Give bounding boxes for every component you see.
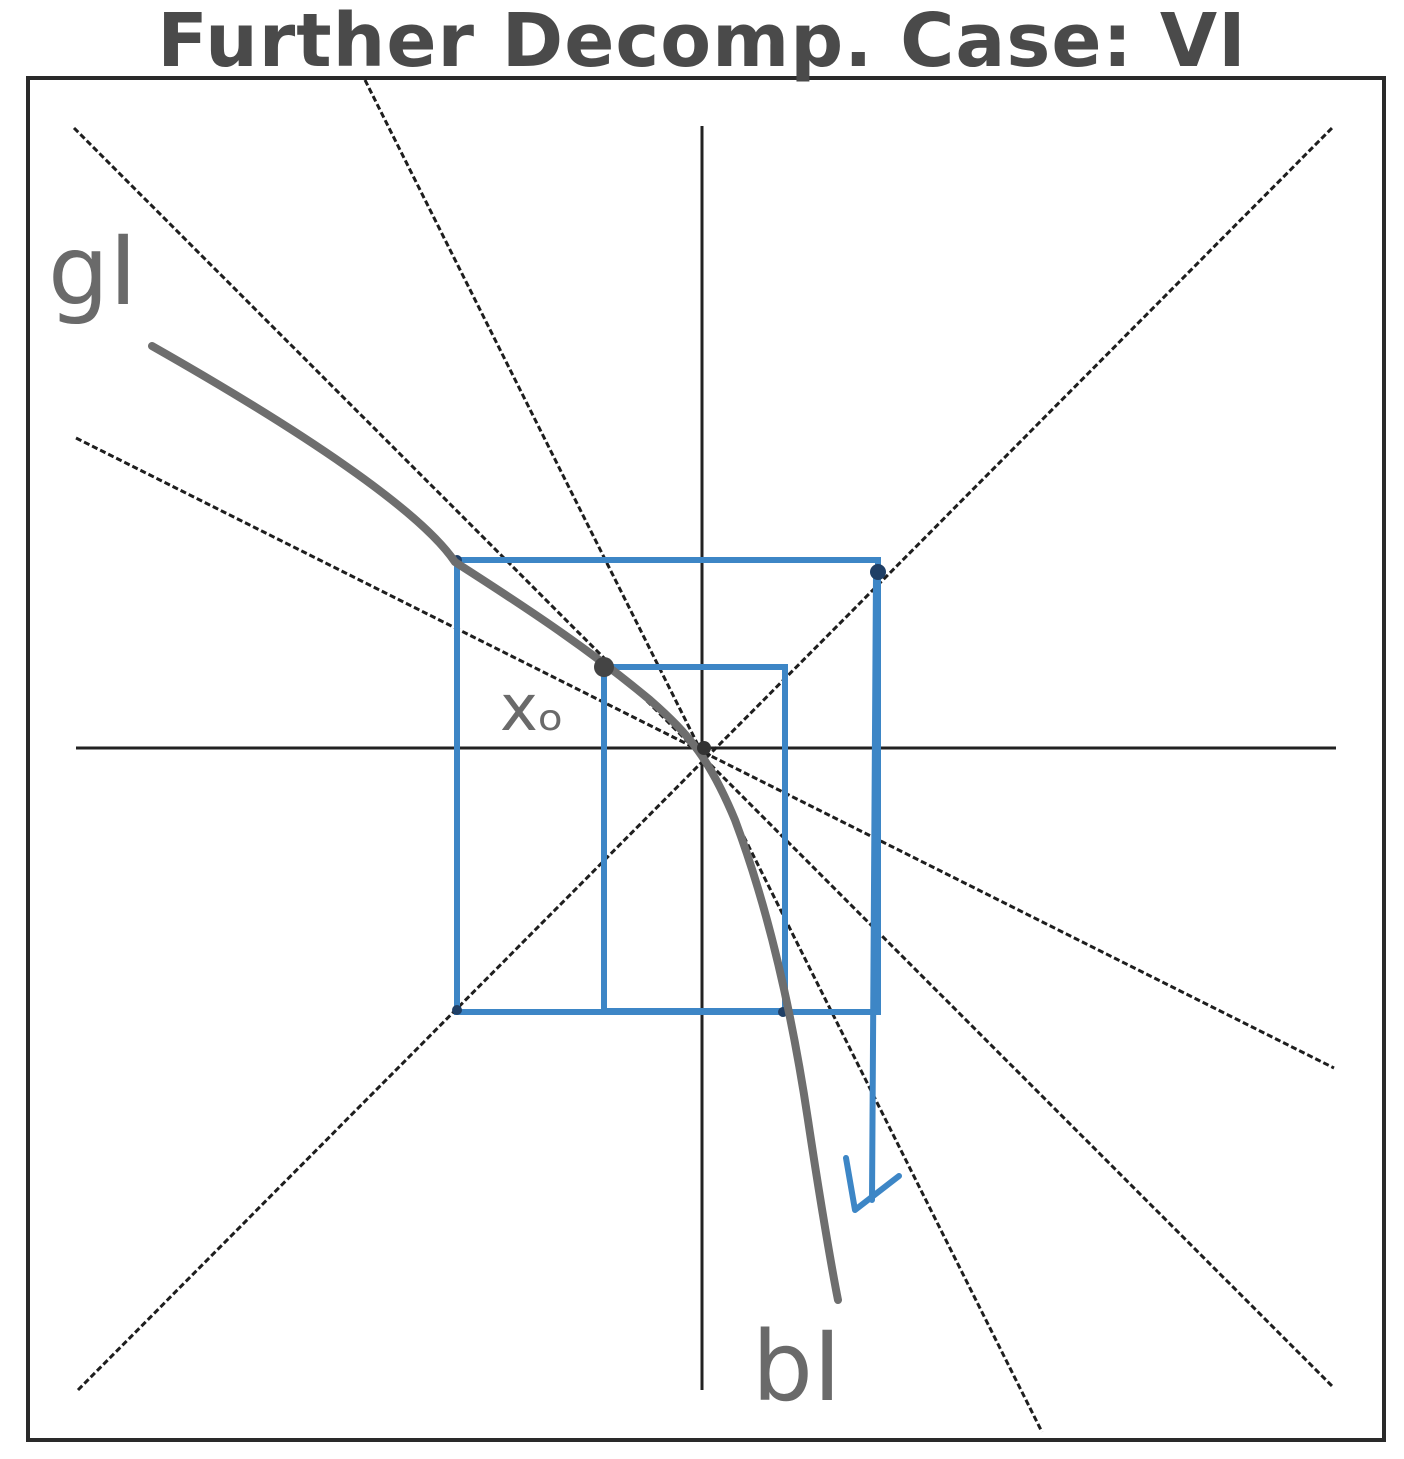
box-corner-dot-bottom-left [452,1005,462,1015]
origin-point [697,741,711,755]
outer-blue-box [454,557,881,1015]
inner-blue-box [601,664,788,1014]
blue-down-arrow [843,571,902,1213]
label-gI: gI [48,215,137,327]
diagram-title: Further Decomp. Case: VI [157,0,1247,84]
label-bI: bI [752,1311,841,1423]
x0-point [594,657,614,677]
outer-frame [26,76,1386,1442]
label-x0: xₒ [500,672,564,746]
box-corner-dot-top-right [870,564,886,580]
trajectory-curve [148,342,842,1304]
